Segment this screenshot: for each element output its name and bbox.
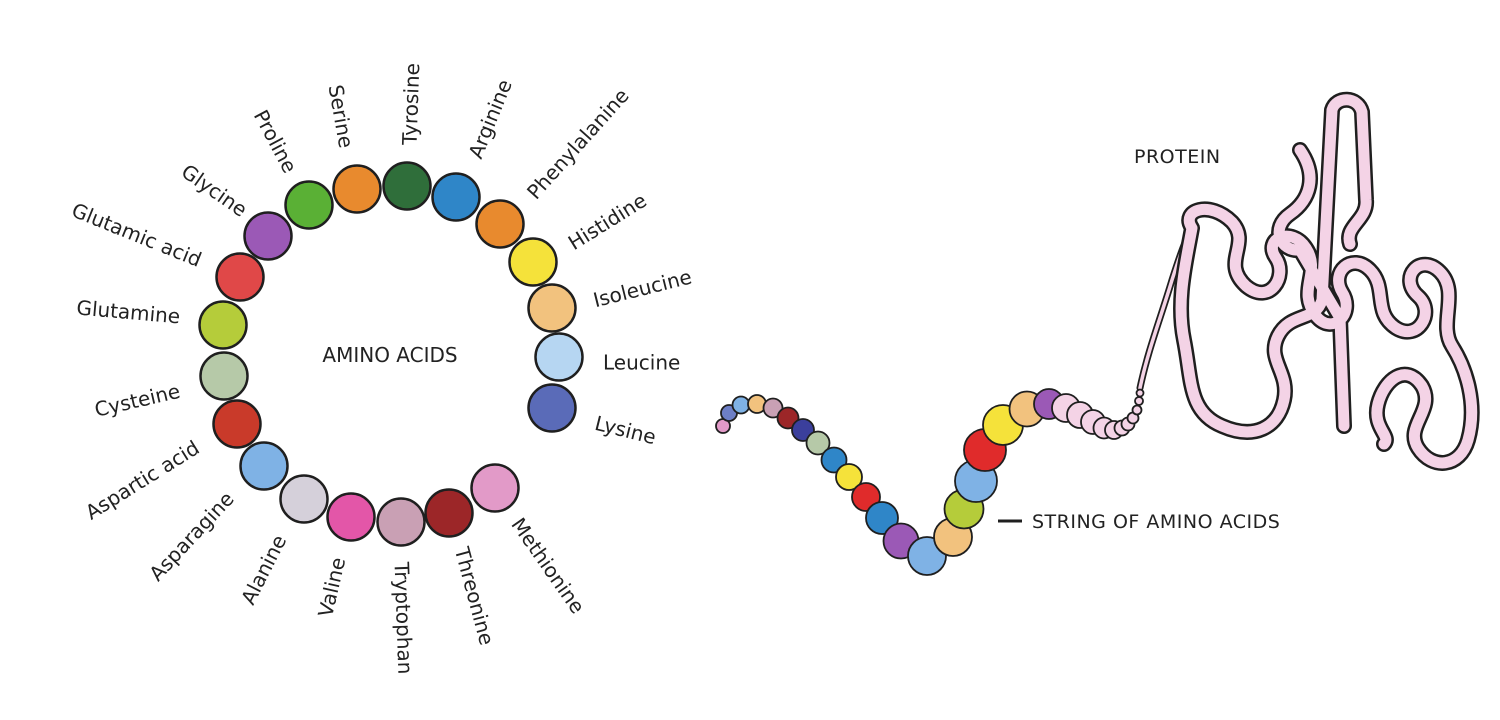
ring-bead-threonine bbox=[424, 488, 474, 538]
ring-bead-glycine bbox=[243, 211, 293, 261]
label-aspartic-acid: Aspartic acid bbox=[81, 436, 204, 525]
label-serine: Serine bbox=[324, 83, 359, 150]
chain-bead bbox=[835, 463, 863, 491]
ring-bead-methionine bbox=[470, 463, 520, 513]
ring-bead-glutamic-acid bbox=[215, 252, 265, 302]
label-phenylalanine: Phenylalanine bbox=[522, 84, 634, 204]
chain-bead bbox=[865, 501, 899, 535]
ring-bead-tryptophan bbox=[376, 497, 426, 547]
label-leucine: Leucine bbox=[603, 351, 680, 375]
ring-bead-cysteine bbox=[199, 351, 249, 401]
string-taper bbox=[1051, 388, 1145, 440]
label-lysine: Lysine bbox=[592, 411, 658, 449]
ring-bead-leucine bbox=[534, 332, 584, 382]
taper-bead bbox=[1131, 404, 1143, 416]
label-cysteine: Cysteine bbox=[92, 379, 182, 422]
label-histidine: Histidine bbox=[564, 188, 651, 255]
label-isoleucine: Isoleucine bbox=[591, 265, 694, 313]
ring-bead-isoleucine bbox=[527, 283, 577, 333]
taper-bead bbox=[1135, 388, 1145, 398]
ring-bead-glutamine bbox=[198, 300, 248, 350]
ring-bead-aspartic-acid bbox=[212, 399, 262, 449]
ring-caption: AMINO ACIDS bbox=[322, 343, 457, 367]
label-methionine: Methionine bbox=[506, 513, 589, 618]
label-asparagine: Asparagine bbox=[144, 487, 238, 586]
ring-bead-valine bbox=[326, 492, 376, 542]
ribbon-fill bbox=[1175, 94, 1478, 469]
label-glutamine: Glutamine bbox=[76, 295, 182, 328]
label-threonine: Threonine bbox=[450, 544, 499, 648]
amino-acid-ring bbox=[198, 161, 584, 547]
chain-bead bbox=[805, 430, 831, 456]
taper-bead bbox=[1134, 396, 1144, 406]
ring-bead-lysine bbox=[527, 383, 577, 433]
protein-caption: PROTEIN bbox=[1134, 146, 1221, 168]
amino-acid-string bbox=[715, 388, 1065, 576]
ring-bead-tyrosine bbox=[382, 161, 432, 211]
label-proline: Proline bbox=[249, 106, 302, 177]
ring-bead-asparagine bbox=[239, 441, 289, 491]
label-valine: Valine bbox=[313, 555, 350, 619]
ring-bead-histidine bbox=[508, 237, 558, 287]
chain-bead bbox=[762, 397, 784, 419]
label-alanine: Alanine bbox=[236, 531, 291, 608]
label-tyrosine: Tyrosine bbox=[397, 63, 424, 147]
label-glutamic-acid: Glutamic acid bbox=[68, 198, 205, 272]
ring-bead-arginine bbox=[431, 172, 481, 222]
label-arginine: Arginine bbox=[463, 76, 516, 162]
ring-bead-proline bbox=[284, 180, 334, 230]
ring-bead-alanine bbox=[279, 474, 329, 524]
label-glycine: Glycine bbox=[177, 159, 252, 221]
ring-bead-phenylalanine bbox=[475, 199, 525, 249]
label-tryptophan: Tryptophan bbox=[389, 561, 417, 675]
chain-bead bbox=[731, 395, 751, 415]
string-caption: STRING OF AMINO ACIDS bbox=[1032, 511, 1280, 533]
ring-bead-serine bbox=[332, 164, 382, 214]
protein-ribbon bbox=[1136, 91, 1480, 471]
